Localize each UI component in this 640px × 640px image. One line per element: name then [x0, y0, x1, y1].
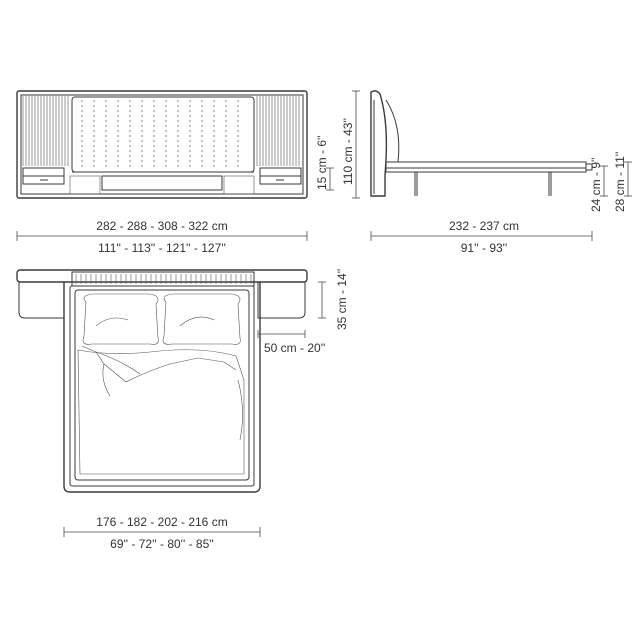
front-width-cm: 282 - 288 - 308 - 322 cm — [96, 219, 227, 233]
frame-height-high-label: 28 cm - 11'' — [613, 152, 627, 212]
front-width-in: 111'' - 113'' - 121'' - 127'' — [98, 241, 226, 255]
frame-height-low-label: 24 cm - 9'' — [589, 157, 603, 212]
side-length-in: 91'' - 93'' — [461, 241, 508, 255]
plan-width-cm: 176 - 182 - 202 - 216 cm — [96, 515, 227, 529]
pillow-right — [162, 293, 241, 345]
side-view — [370, 90, 593, 197]
plan-nightstand-right — [257, 282, 306, 319]
front-view — [16, 90, 308, 199]
slats-right — [256, 96, 300, 166]
side-length-cm: 232 - 237 cm — [449, 219, 519, 233]
nightstand-width-label: 50 cm - 20'' — [264, 341, 325, 355]
nightstand-height-dimension: 15 cm - 6'' — [315, 135, 334, 191]
plan-width-dimension: 176 - 182 - 202 - 216 cm 69'' - 72'' - 8… — [63, 515, 261, 551]
headboard-height-label: 110 cm - 43'' — [341, 118, 355, 185]
nightstand-width-dimension: 50 cm - 20'' — [257, 330, 325, 355]
plan-slats — [75, 274, 252, 284]
duvet — [77, 349, 245, 475]
nightstand-depth-label: 35 cm - 14'' — [335, 269, 349, 330]
nightstand-depth-dimension: 35 cm - 14'' — [318, 269, 349, 330]
slats-left — [22, 96, 69, 166]
plan-nightstand-left — [18, 282, 65, 319]
nightstand-height-label: 15 cm - 6'' — [315, 135, 329, 190]
pillow-left — [82, 293, 159, 345]
headboard-height-dimension: 110 cm - 43'' — [341, 90, 360, 199]
front-width-dimension: 282 - 288 - 308 - 322 cm 111'' - 113'' -… — [16, 219, 308, 255]
plan-width-in: 69'' - 72'' - 80'' - 85'' — [110, 537, 214, 551]
plan-view — [16, 269, 308, 493]
frame-height-dimension: 24 cm - 9'' 28 cm - 11'' — [589, 152, 632, 212]
headboard-tufting — [81, 100, 239, 170]
side-length-dimension: 232 - 237 cm 91'' - 93'' — [370, 219, 593, 255]
